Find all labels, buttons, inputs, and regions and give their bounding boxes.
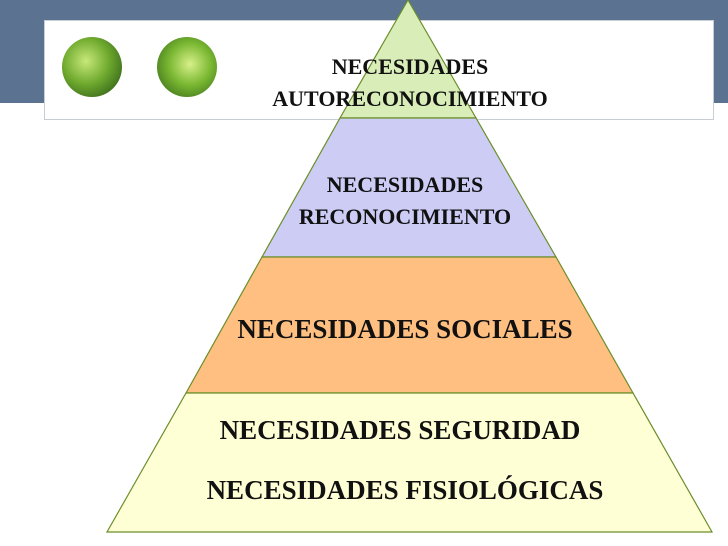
level-2-label-line-2: RECONOCIMIENTO [298,204,512,229]
level-1-label-line-1: NECESIDADES [331,54,489,79]
leaf-image-2 [157,37,217,97]
level-3-label: NECESIDADES SOCIALES [237,314,573,344]
level-2-label-line-1: NECESIDADES [326,172,484,197]
level-4-label-line-1: NECESIDADES SEGURIDAD [219,415,581,445]
level-1-label-line-2: AUTORECONOCIMIENTO [272,86,548,111]
level-4-label-line-2: NECESIDADES FISIOLÓGICAS [206,475,604,505]
pyramid-level-safety-physiological [105,392,714,533]
leaf-image-1 [62,37,122,97]
